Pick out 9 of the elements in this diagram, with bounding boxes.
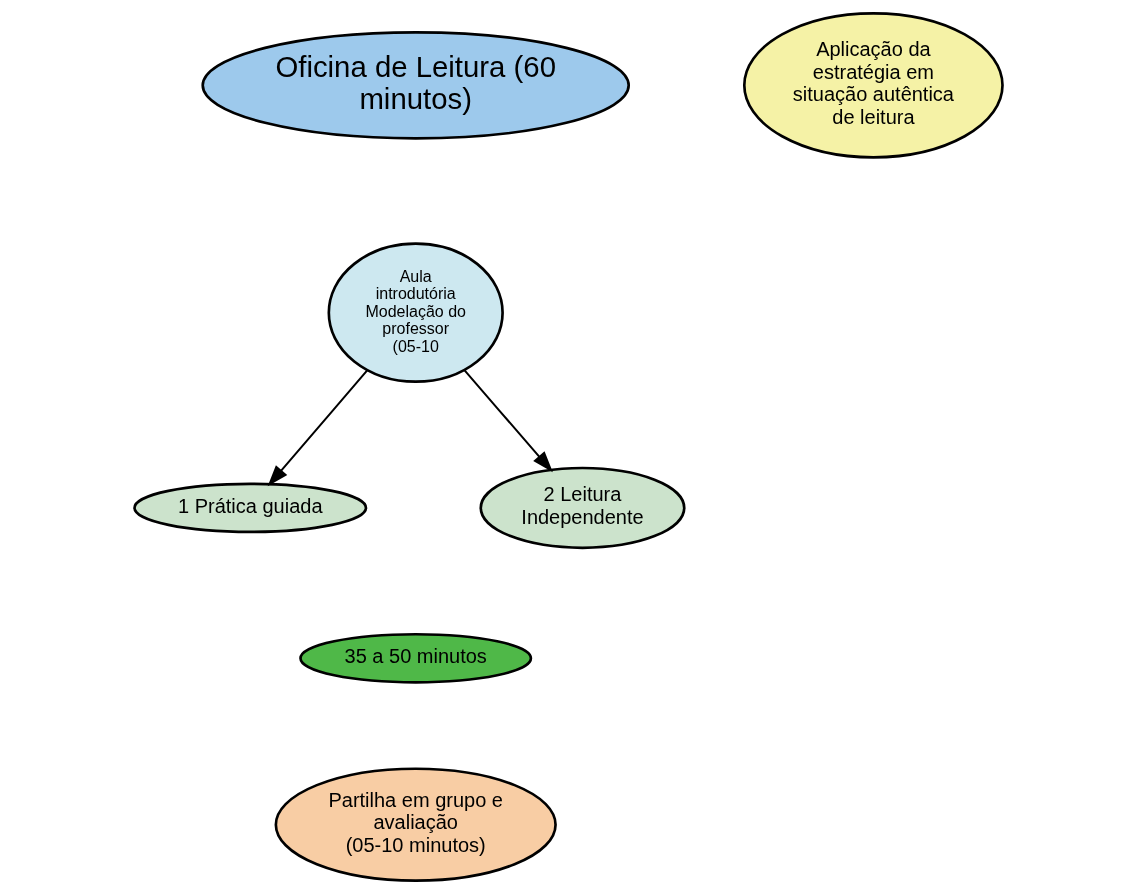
- node-ellipse: 35 a 50 minutos: [299, 632, 533, 684]
- node-ellipse: Partilha em grupo e avaliação (05-10 minutos): [274, 767, 557, 882]
- node-ellipse: Oficina de Leitura (60 minutos): [201, 31, 631, 140]
- node-ellipse: 1 Prática guiada: [133, 482, 368, 534]
- arrow: [463, 369, 553, 473]
- node-ellipse: Aplicação da estratégia em situação autêntica de leitura: [742, 11, 1004, 159]
- node-ellipse: 2 Leitura Independente: [479, 466, 686, 550]
- arrow: [267, 369, 369, 487]
- node-ellipse: Aula introdutória Modelação do professor (05-10: [327, 242, 504, 384]
